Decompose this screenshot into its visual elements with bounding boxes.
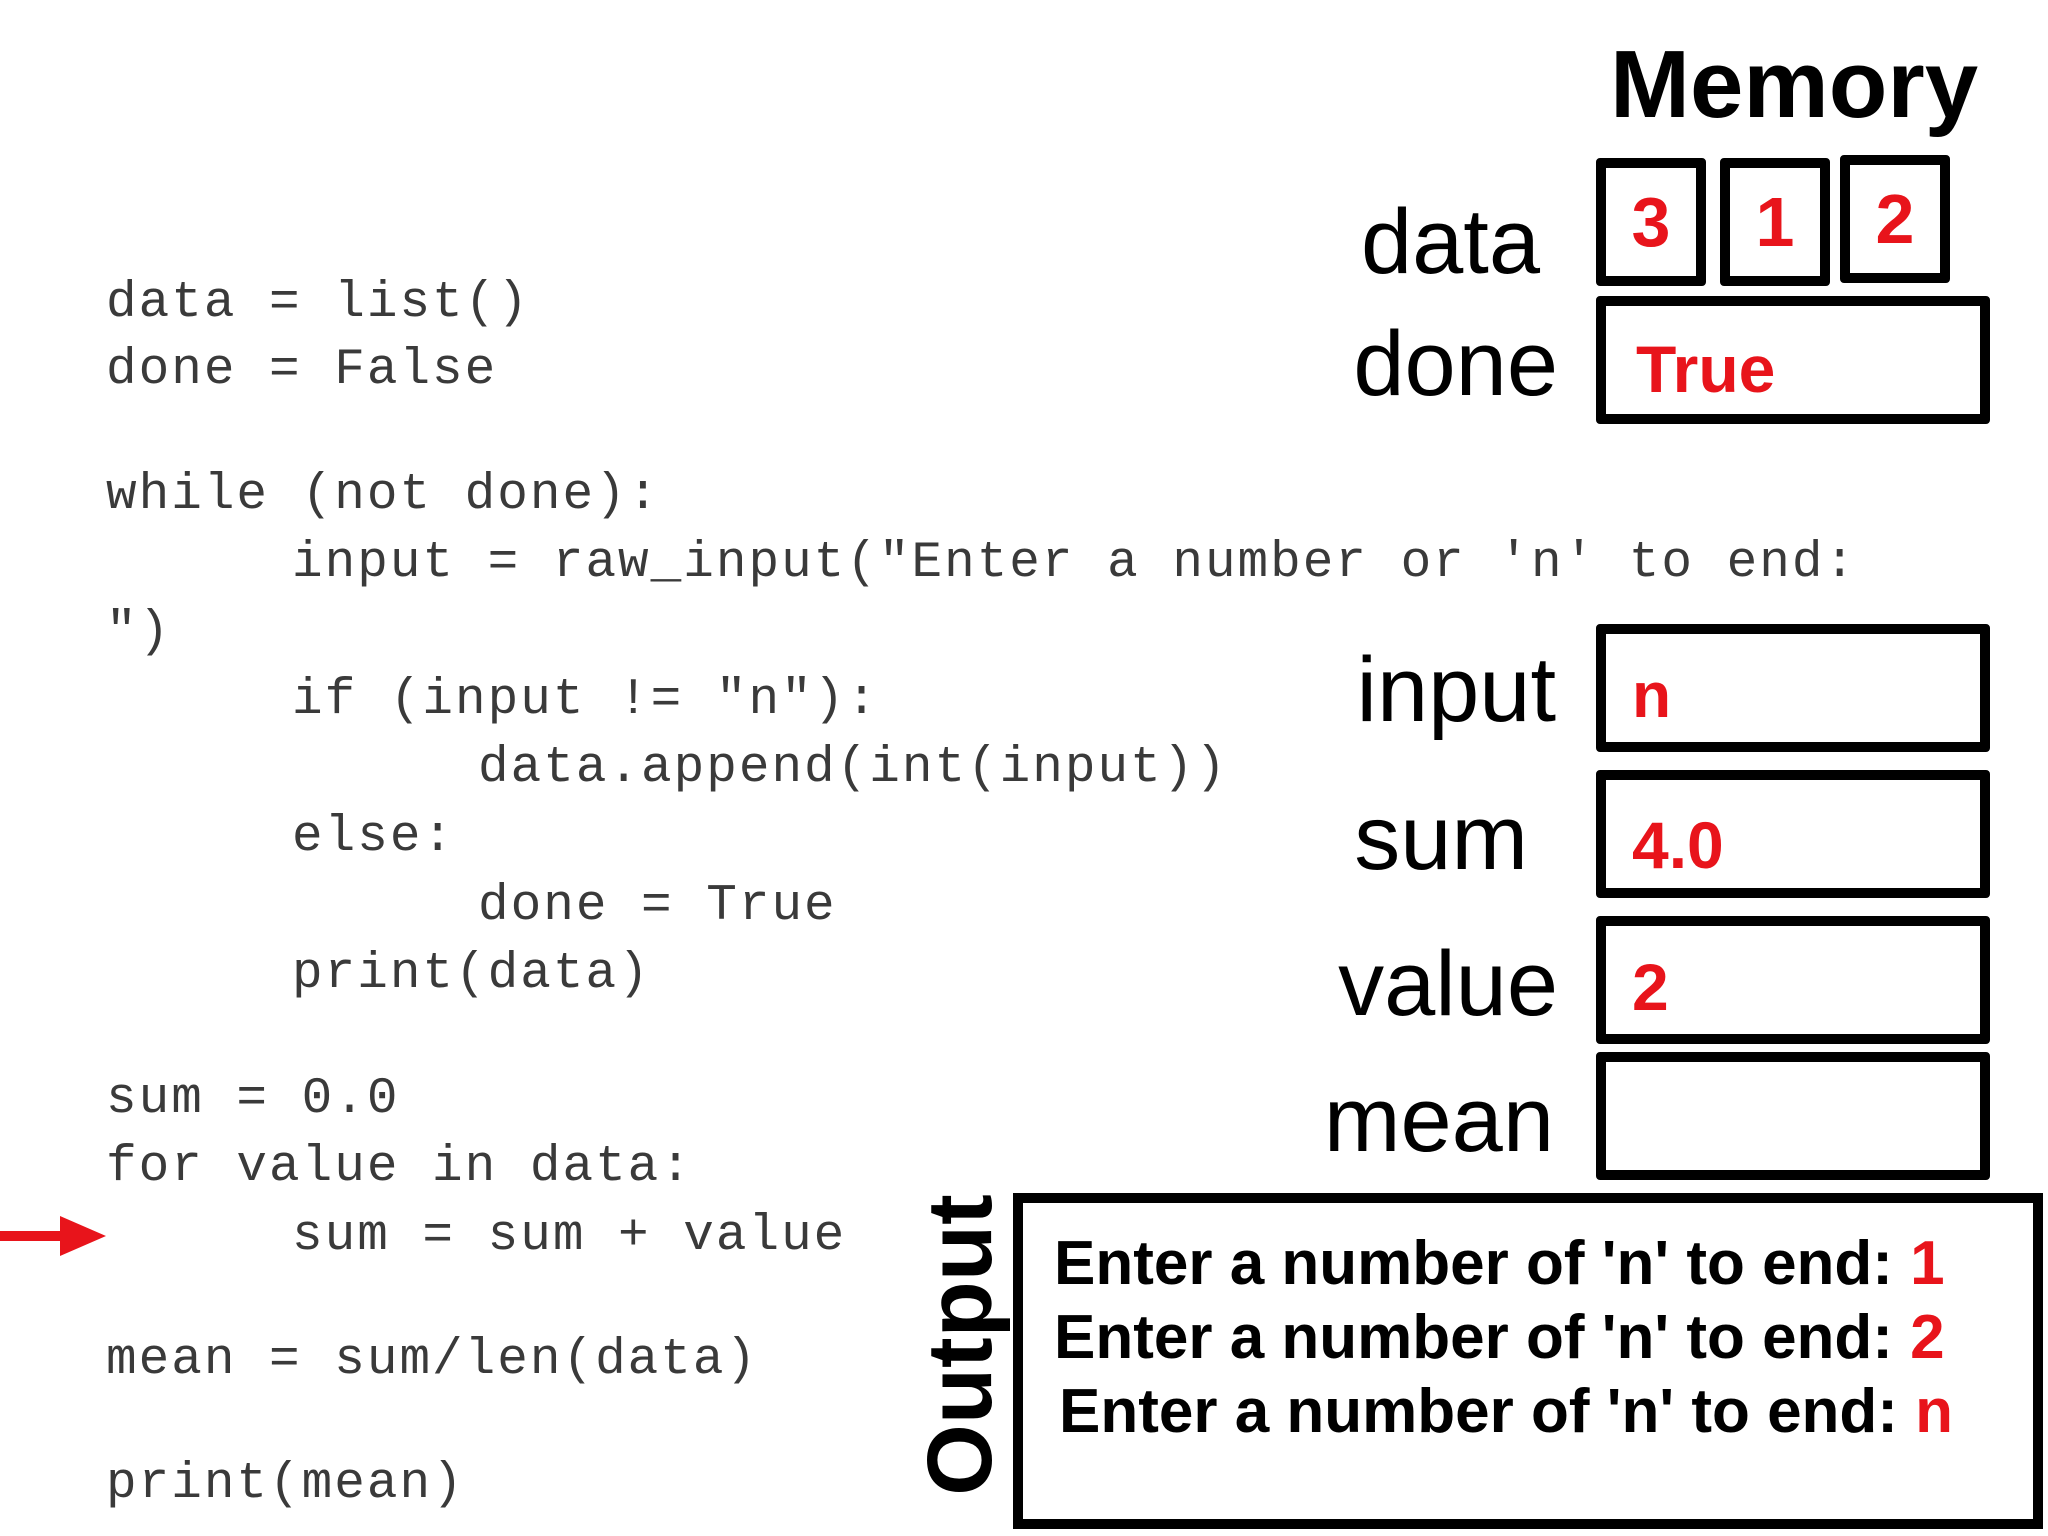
- data-cell-value: 3: [1631, 183, 1671, 261]
- code-line: data.append(int(input)): [478, 740, 1228, 797]
- output-box: Enter a number of 'n' to end: 1 Enter a …: [1013, 1193, 2043, 1529]
- done-box: True: [1596, 296, 1990, 424]
- output-line: Enter a number of 'n' to end: 1: [1054, 1229, 1945, 1299]
- input-box: n: [1596, 624, 1990, 752]
- output-input: n: [1915, 1377, 1954, 1446]
- var-label-done: done: [1353, 313, 1558, 415]
- sum-value: 4.0: [1632, 808, 1724, 882]
- code-line: print(data): [292, 946, 651, 1003]
- code-line: done = True: [478, 878, 837, 935]
- data-cell-1: 1: [1720, 158, 1830, 286]
- code-line: else:: [292, 809, 456, 866]
- sum-box: 4.0: [1596, 770, 1990, 898]
- data-cell-2: 2: [1840, 155, 1950, 283]
- code-line: while (not done):: [106, 467, 661, 524]
- output-prompt: Enter a number of 'n' to end:: [1059, 1377, 1916, 1446]
- output-prompt: Enter a number of 'n' to end:: [1054, 1229, 1911, 1298]
- var-label-value: value: [1338, 933, 1558, 1035]
- var-label-mean: mean: [1323, 1069, 1554, 1171]
- current-line-arrow-icon: [0, 1216, 106, 1256]
- code-line: data = list(): [106, 275, 530, 332]
- code-line: print(mean): [106, 1456, 465, 1513]
- code-line: if (input != "n"):: [292, 672, 879, 729]
- mean-box: [1596, 1052, 1990, 1180]
- data-cell-0: 3: [1596, 158, 1706, 286]
- code-line-current: sum = sum + value: [292, 1208, 847, 1265]
- var-label-sum: sum: [1354, 787, 1528, 889]
- data-cell-value: 2: [1875, 180, 1915, 258]
- output-line: Enter a number of 'n' to end: 2: [1054, 1303, 1945, 1373]
- code-line: done = False: [106, 342, 498, 399]
- code-line: sum = 0.0: [106, 1071, 400, 1128]
- code-line: for value in data:: [106, 1139, 693, 1196]
- var-label-data: data: [1360, 191, 1540, 293]
- code-line: "): [106, 604, 172, 661]
- output-line: Enter a number of 'n' to end: n: [1059, 1377, 1953, 1447]
- memory-title: Memory: [1610, 31, 1979, 138]
- output-label: Output: [909, 1194, 1011, 1496]
- code-line: input = raw_input("Enter a number or 'n'…: [292, 535, 1858, 592]
- var-label-input: input: [1356, 639, 1557, 741]
- value-value: 2: [1632, 950, 1669, 1024]
- input-value: n: [1632, 659, 1672, 731]
- output-input: 2: [1910, 1303, 1945, 1372]
- value-box: 2: [1596, 916, 1990, 1044]
- data-cell-value: 1: [1755, 183, 1795, 261]
- done-value: True: [1636, 332, 1776, 406]
- code-line: mean = sum/len(data): [106, 1332, 759, 1389]
- output-prompt: Enter a number of 'n' to end:: [1054, 1303, 1911, 1372]
- output-input: 1: [1910, 1229, 1945, 1298]
